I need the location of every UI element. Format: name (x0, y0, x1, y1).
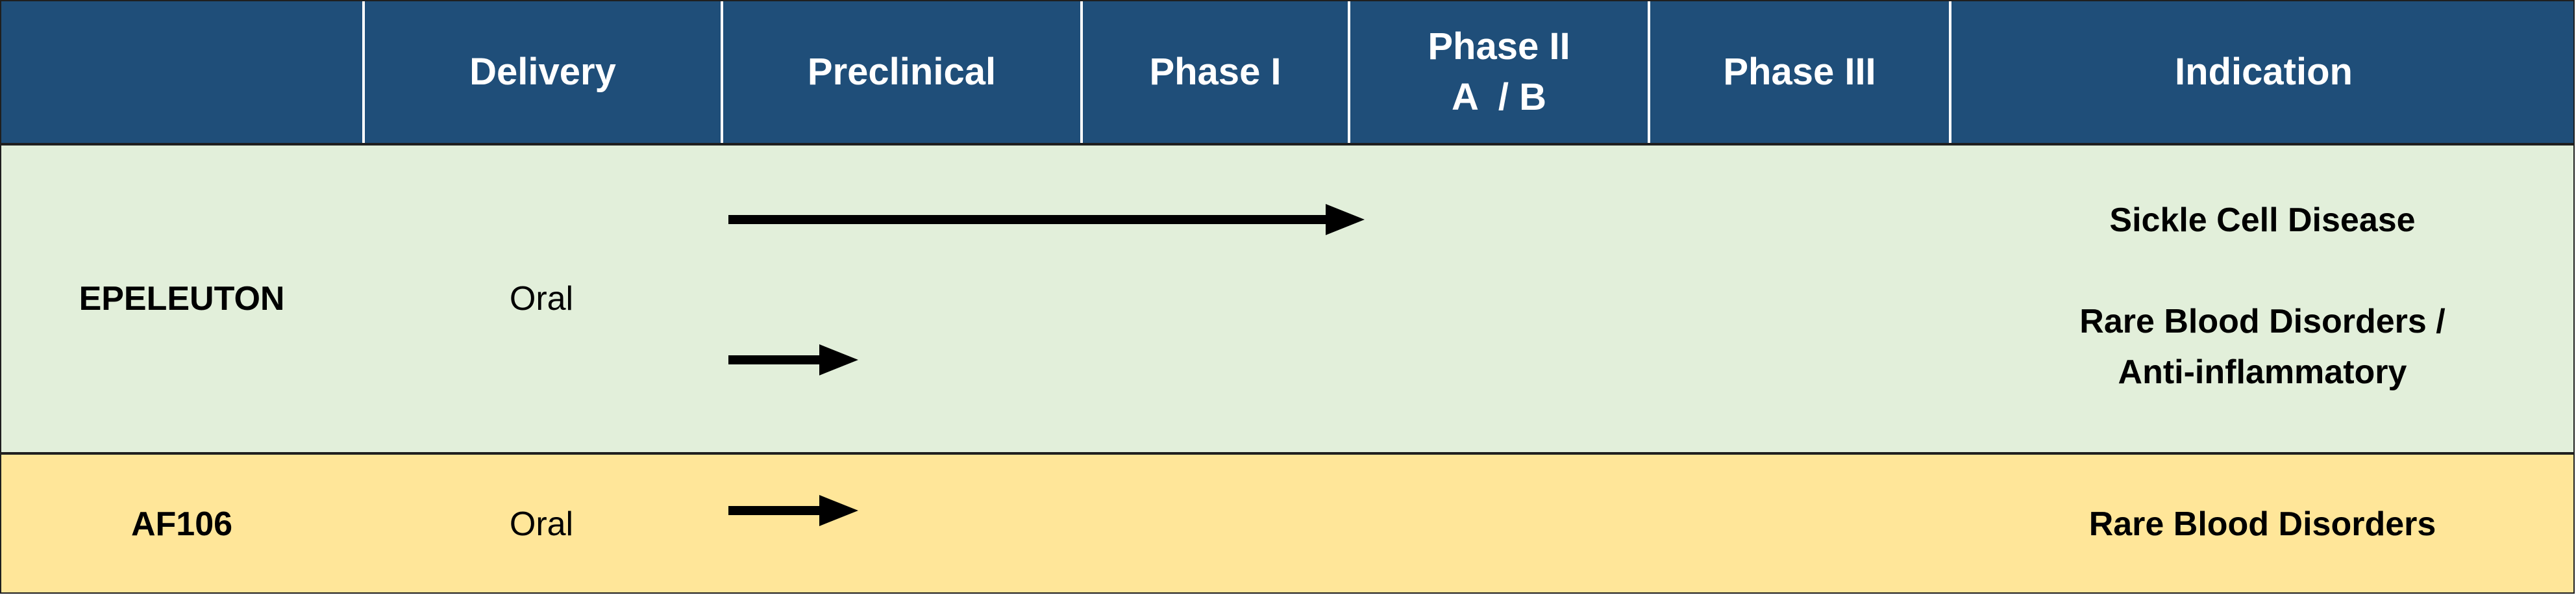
delivery-method: Oral (509, 505, 574, 543)
indication-label: Rare Blood Disorders / Anti-inflammatory (1949, 288, 2573, 405)
header-phase-1: Phase I (1080, 1, 1348, 143)
header-indication: Indication (1949, 1, 2573, 143)
header-phase-2: Phase II A / B (1348, 1, 1648, 143)
program-name: EPELEUTON (79, 280, 285, 318)
indication-text: Sickle Cell Disease (2109, 201, 2416, 239)
progress-arrow (728, 204, 1365, 235)
table-row: EPELEUTON Oral Sickle Cell Disease Rare … (1, 146, 2573, 455)
header-preclinical: Preclinical (721, 1, 1080, 143)
header-delivery: Delivery (362, 1, 721, 143)
indication-text: Rare Blood Disorders / (2079, 303, 2446, 340)
progress-arrow (728, 344, 858, 375)
header-program (1, 1, 362, 143)
indication-text: Anti-inflammatory (2118, 353, 2407, 391)
header-phase-3: Phase III (1648, 1, 1949, 143)
header-phase-2-line2: A / B (1451, 76, 1547, 118)
delivery-method: Oral (509, 280, 574, 318)
indication-label: Sickle Cell Disease (1949, 184, 2573, 256)
progress-arrow (728, 495, 858, 526)
header-phase-2-line1: Phase II (1428, 25, 1570, 68)
table-row: AF106 Oral Rare Blood Disorders (1, 455, 2573, 592)
program-name: AF106 (130, 505, 233, 543)
indication-label: Rare Blood Disorders (1949, 455, 2573, 592)
table-header: Delivery Preclinical Phase I Phase II A … (1, 1, 2573, 146)
indication-text: Rare Blood Disorders (2088, 505, 2436, 543)
